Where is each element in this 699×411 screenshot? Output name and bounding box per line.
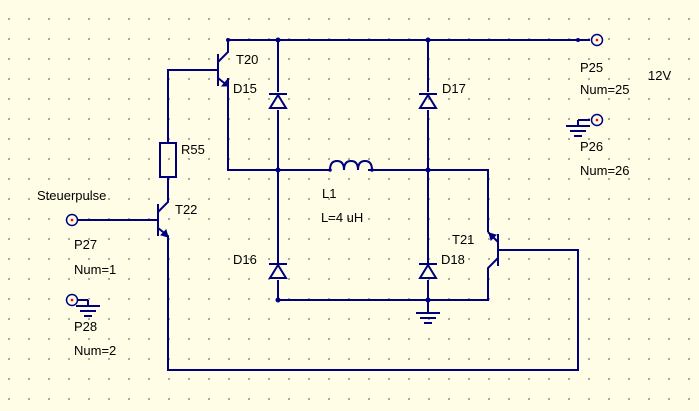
label-steuerpulse: Steuerpulse	[37, 188, 106, 203]
label-p25-num: Num=25	[580, 82, 630, 97]
label-p26: P26	[580, 139, 603, 154]
port-p25[interactable]	[590, 33, 604, 47]
label-p27: P27	[74, 237, 97, 252]
transistor-t22[interactable]	[148, 198, 169, 238]
ground-symbol	[416, 312, 440, 324]
inductor-l1[interactable]	[328, 159, 374, 172]
diode-d18[interactable]	[418, 263, 438, 279]
label-p26-num: Num=26	[580, 163, 630, 178]
junction-node	[425, 167, 431, 173]
junction-node	[275, 297, 281, 303]
diode-d16[interactable]	[268, 263, 288, 279]
wire-t20-base	[167, 69, 208, 143]
label-p27-num: Num=1	[74, 262, 116, 277]
label-l1-name: L1	[322, 186, 336, 201]
label-d18: D18	[441, 252, 465, 267]
ground-symbol-p28	[76, 300, 100, 317]
label-p25: P25	[580, 60, 603, 75]
label-d15: D15	[233, 81, 257, 96]
port-p27[interactable]	[65, 213, 79, 227]
label-l1-value: L=4 uH	[321, 210, 363, 225]
port-p26[interactable]	[590, 113, 604, 127]
label-t22: T22	[175, 202, 197, 217]
wires	[78, 39, 590, 371]
transistor-t21[interactable]	[487, 231, 518, 270]
diode-d17[interactable]	[418, 93, 438, 109]
junction-node	[275, 167, 281, 173]
junction-node	[275, 37, 281, 43]
label-p28-num: Num=2	[74, 343, 116, 358]
wire-l1-to-t21	[368, 169, 489, 232]
wire-bottom-rail	[278, 270, 489, 301]
label-p28: P28	[74, 319, 97, 334]
label-d17: D17	[442, 81, 466, 96]
label-12v: 12V	[648, 68, 671, 83]
port-p28[interactable]	[65, 293, 79, 307]
wire-feedback-loop	[167, 238, 579, 371]
label-t20: T20	[236, 52, 258, 67]
junction-node	[576, 38, 580, 42]
junctions	[275, 37, 580, 303]
label-r55: R55	[181, 142, 205, 157]
diode-d15[interactable]	[268, 93, 288, 109]
junction-node	[425, 297, 431, 303]
resistor-r55[interactable]	[159, 142, 177, 178]
label-t21: T21	[452, 232, 474, 247]
transistor-t20[interactable]	[208, 38, 230, 89]
label-d16: D16	[233, 252, 257, 267]
junction-node	[425, 37, 431, 43]
ground-symbol-p26	[566, 120, 590, 137]
wire-t20-emitter	[227, 78, 330, 171]
